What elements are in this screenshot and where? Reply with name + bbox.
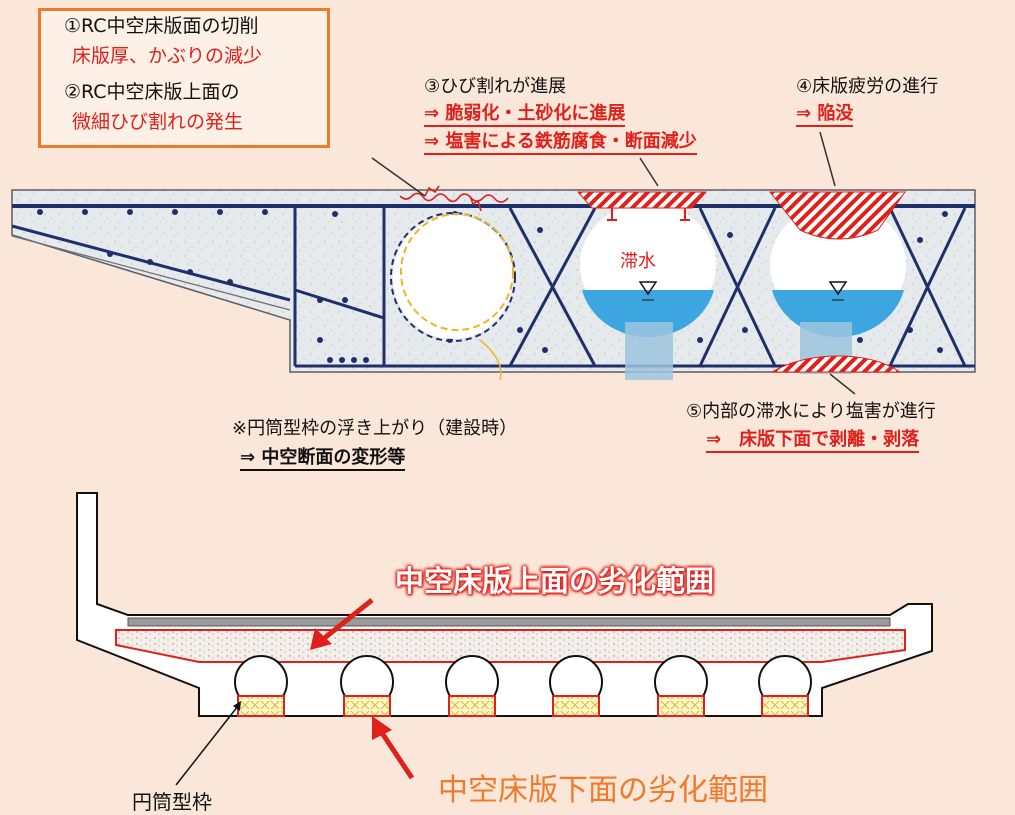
note-title: ※円筒型枠の浮き上がり（建設時） bbox=[232, 418, 518, 439]
leader-a4 bbox=[819, 131, 836, 187]
leader-a3 bbox=[639, 157, 659, 187]
form-leader bbox=[175, 701, 241, 786]
bottom-range-arrow bbox=[372, 716, 415, 780]
a5-detail: ⇒ 床版下面で剥離・剥落 bbox=[706, 429, 920, 453]
a1-detail: 床版厚、かぶりの減少 bbox=[72, 45, 263, 67]
top-range-label: 中空床版上面の劣化範囲 bbox=[395, 564, 715, 598]
a5-title: ⑤内部の滞水により塩害が進行 bbox=[686, 401, 936, 422]
note-detail: ⇒ 中空断面の変形等 bbox=[240, 447, 406, 471]
a4-detail: ⇒ 陥没 bbox=[796, 103, 854, 127]
a4-title: ④床版疲労の進行 bbox=[796, 76, 939, 97]
a3-title: ③ひび割れが進展 bbox=[424, 76, 567, 97]
upper-deck-section bbox=[11, 185, 976, 380]
bottom-range-label: 中空床版下面の劣化範囲 bbox=[438, 773, 768, 808]
a3-detail-2: ⇒ 塩害による鉄筋腐食・断面減少 bbox=[424, 131, 697, 155]
water-label: 滞水 bbox=[620, 251, 656, 272]
lower-deck-section bbox=[76, 492, 933, 717]
a2-title: ②RC中空床版上面の bbox=[64, 81, 240, 103]
a2-detail: 微細ひび割れの発生 bbox=[72, 111, 244, 133]
leader-a5 bbox=[829, 373, 856, 395]
form-label: 円筒型枠 bbox=[132, 790, 212, 814]
annotation-box-1-2 bbox=[38, 8, 330, 148]
top-range-arrow bbox=[310, 598, 374, 650]
a1-title: ①RC中空床版面の切削 bbox=[64, 15, 259, 37]
leader-note bbox=[479, 339, 502, 381]
a3-detail-1: ⇒ 脆弱化・土砂化に進展 bbox=[424, 103, 626, 127]
leader-crack bbox=[371, 157, 426, 197]
